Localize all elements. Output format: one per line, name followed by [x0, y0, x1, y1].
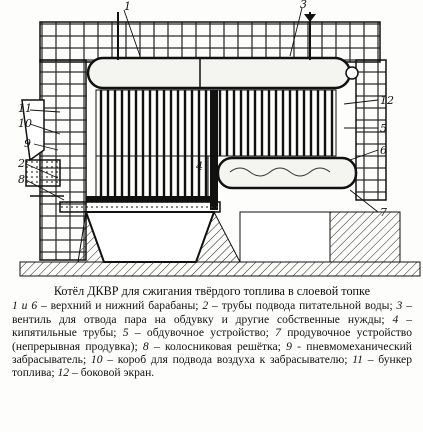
caption-num-7: 7: [275, 326, 281, 340]
callout-11: 11: [18, 102, 32, 115]
caption-title: Котёл ДКВР для сжигания твёрдого топлива…: [53, 284, 371, 298]
callout-4: 4: [195, 160, 203, 173]
feed-pipes: [117, 12, 316, 60]
callout-5: 5: [380, 122, 387, 135]
callout-2: 2: [17, 157, 25, 170]
caption-text-10: – короб для подвода воздуха к забрасыват…: [102, 353, 353, 367]
caption-text-1-6: – верхний и нижний барабаны;: [37, 299, 203, 313]
caption-text-4: – кипятильные трубы;: [12, 312, 412, 340]
figure-caption: Котёл ДКВР для сжигания твёрдого топлива…: [12, 284, 413, 428]
brick-setting: [39, 21, 387, 261]
callout-7: 7: [380, 206, 387, 219]
furnace-chamber: [86, 155, 212, 202]
caption-num-11: 11: [352, 353, 363, 367]
grate: [59, 201, 221, 213]
caption-text-5: – обдувочное устройство;: [128, 326, 276, 340]
upper-drum: [86, 56, 359, 90]
caption-text-8: – колосниковая решётка;: [148, 339, 287, 353]
boiling-tubes: [95, 89, 337, 210]
callout-1: 1: [124, 0, 131, 13]
caption-text-3: – вентиль для отвода пара на обдувку и д…: [12, 299, 413, 326]
caption-num-2: 2: [202, 299, 209, 313]
callout-12: 12: [380, 94, 394, 107]
caption-num-8: 8: [142, 339, 149, 353]
ash-hopper: [19, 210, 421, 277]
caption-num-5: 5: [122, 326, 129, 340]
caption-text-11: – бункер топлива;: [12, 353, 412, 380]
lower-drum: [216, 156, 358, 190]
caption-text-7: продувочное устройство (непрерывная прод…: [12, 326, 412, 353]
boiler-drawing: 1 3 12 5 6 7 11 10 9 2 8 4: [17, 0, 421, 277]
caption-num-3: 3: [396, 299, 403, 313]
caption-num-9: 9: [286, 339, 292, 353]
caption-text-2: – трубы подвода питательной воды;: [208, 299, 397, 313]
leader-lines: [25, 7, 379, 213]
caption-num-1-6: 1 и 6: [12, 299, 38, 313]
callout-6: 6: [380, 144, 387, 157]
caption-num-12: 12: [57, 366, 70, 380]
callout-8: 8: [18, 173, 25, 186]
caption-num-10: 10: [90, 353, 103, 367]
caption-text-12: – боковой экран.: [69, 366, 155, 380]
callout-9: 9: [24, 137, 31, 150]
callout-3: 3: [300, 0, 307, 11]
callout-10: 10: [18, 117, 32, 130]
caption-text-9: - пневмомеханический забрасыватель;: [12, 339, 412, 367]
caption-num-4: 4: [392, 312, 399, 326]
